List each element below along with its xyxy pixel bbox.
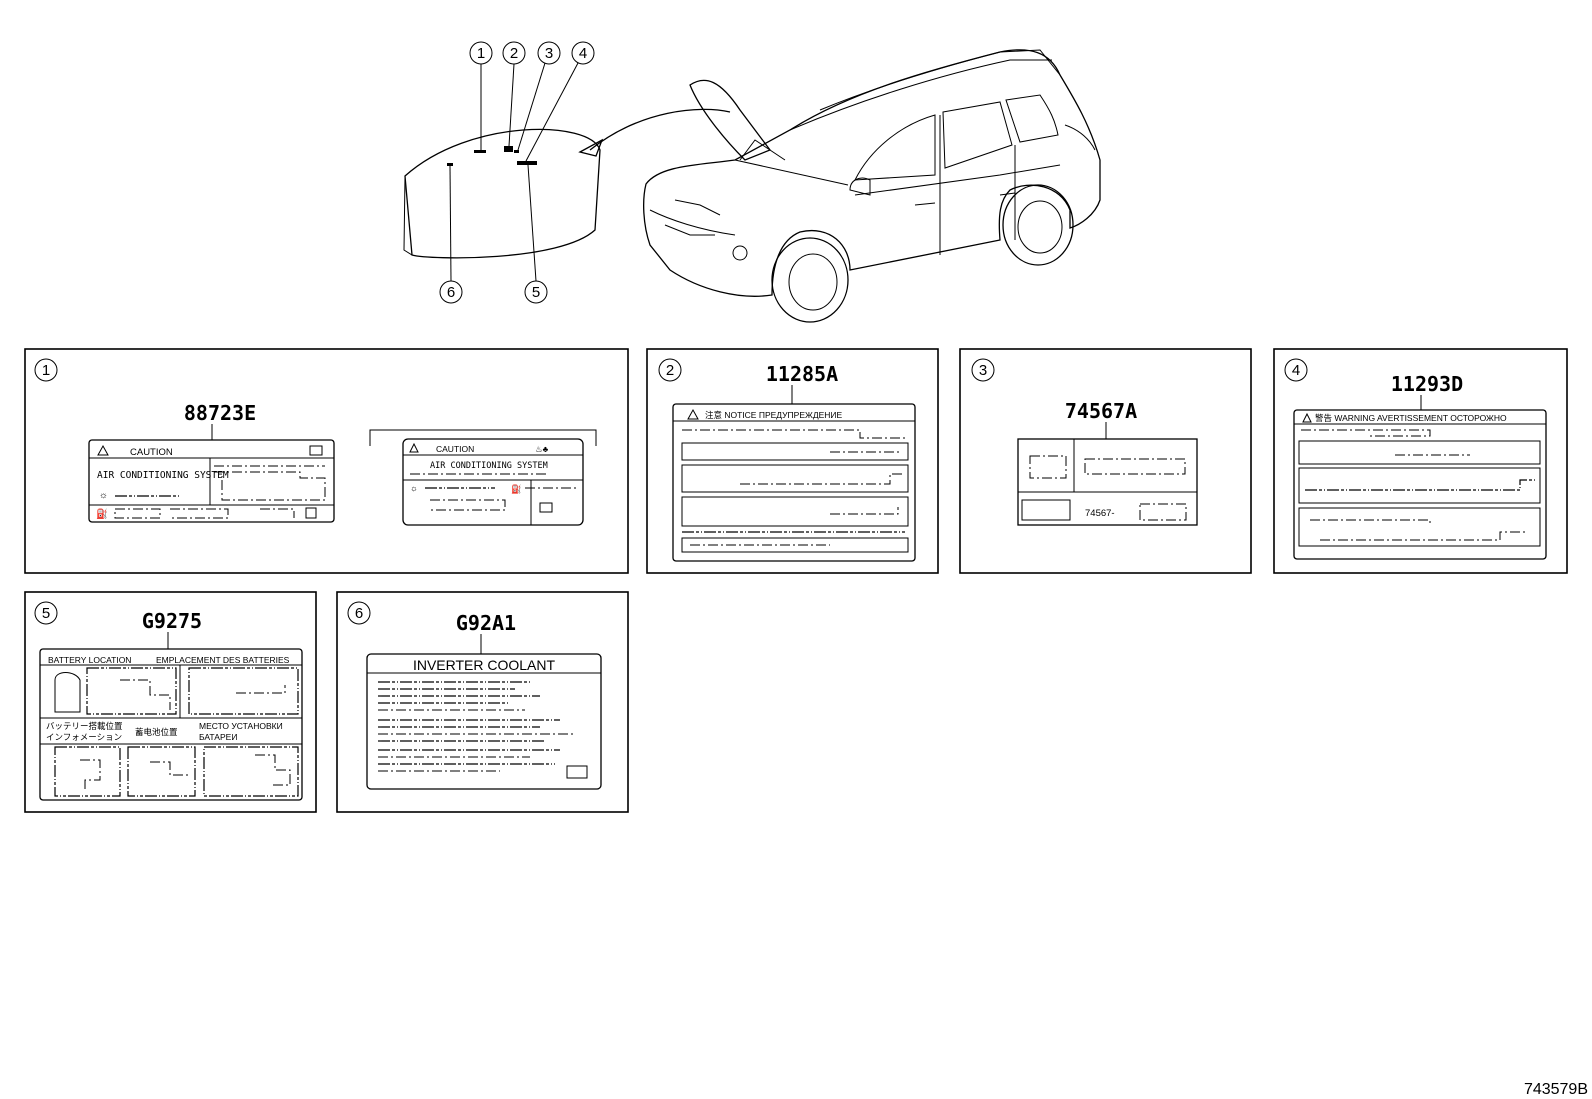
- panel-5-ru-line2: БАТАРЕИ: [199, 732, 237, 742]
- panel-1-alt-system-text: AIR CONDITIONING SYSTEM: [430, 461, 548, 471]
- panel-5-number: 5: [42, 605, 50, 622]
- panel-5-part-number: G9275: [142, 609, 202, 633]
- location-arrow: [578, 108, 731, 157]
- panel-1-caution-text: CAUTION: [130, 447, 173, 458]
- callout-6: 6: [447, 284, 455, 301]
- hood-illustration: [403, 128, 601, 259]
- diagram-id: 743579B: [1524, 1081, 1588, 1098]
- panel-2-header: 注意 NOTICE ПРЕДУПРЕЖДЕНИЕ: [705, 410, 843, 420]
- panel-4: 4 11293D 警告 WARNING AVERTISSEMENT ОСТОРО…: [1273, 348, 1568, 574]
- callout-5: 5: [532, 284, 540, 301]
- panel-4-header: 警告 WARNING AVERTISSEMENT ОСТОРОЖНО: [1315, 413, 1507, 423]
- panel-1: 1 88723E CAUTION AIR CONDITIONING SYSTEM…: [24, 348, 629, 574]
- vehicle-illustration: [643, 49, 1101, 323]
- svg-text:☼: ☼: [99, 490, 108, 501]
- panel-4-number: 4: [1292, 362, 1300, 379]
- panel-3-code-prefix: 74567-: [1085, 508, 1115, 519]
- panel-3-number: 3: [979, 362, 987, 379]
- panel-5-ru-line1: МЕСТО УСТАНОВКИ: [199, 721, 283, 731]
- callout-2: 2: [510, 45, 518, 62]
- panel-3: 3 74567A 74567-: [959, 348, 1252, 574]
- panel-6-number: 6: [355, 605, 363, 622]
- svg-text:☼: ☼: [410, 483, 418, 493]
- svg-text:⛽: ⛽: [96, 508, 108, 520]
- panel-5-header-left: BATTERY LOCATION: [48, 655, 131, 665]
- panel-1-alt-caution-text: CAUTION: [436, 444, 474, 454]
- panel-5-jp-line1: バッテリー搭載位置: [46, 721, 123, 731]
- panel-1-number: 1: [42, 362, 50, 379]
- panel-2: 2 11285A 注意 NOTICE ПРЕДУПРЕЖДЕНИЕ: [646, 348, 939, 574]
- panel-6-part-number: G92A1: [456, 611, 516, 635]
- panel-6: 6 G92A1 INVERTER COOLANT: [336, 591, 629, 813]
- callout-1: 1: [477, 45, 485, 62]
- hood-callouts: 1 2 3 4 6 5: [439, 41, 595, 304]
- panel-4-part-number: 11293D: [1391, 372, 1463, 396]
- panel-5-header-right: EMPLACEMENT DES BATTERIES: [156, 655, 290, 665]
- panel-5: 5 G9275 BATTERY LOCATION EMPLACEMENT DES…: [24, 591, 317, 813]
- callout-4: 4: [579, 45, 587, 62]
- panel-5-cn-text: 蓄电池位置: [135, 727, 178, 737]
- callout-3: 3: [545, 45, 553, 62]
- svg-text:♨♣: ♨♣: [535, 444, 549, 454]
- panel-1-system-text: AIR CONDITIONING SYSTEM: [97, 470, 229, 481]
- panel-2-part-number: 11285A: [766, 362, 838, 386]
- panel-2-number: 2: [666, 362, 674, 379]
- panel-1-part-number: 88723E: [184, 401, 256, 425]
- panel-3-part-number: 74567A: [1065, 399, 1137, 423]
- panel-6-header: INVERTER COOLANT: [413, 657, 556, 673]
- panel-5-jp-line2: インフォメーション: [46, 732, 122, 742]
- svg-text:⛽: ⛽: [511, 484, 522, 494]
